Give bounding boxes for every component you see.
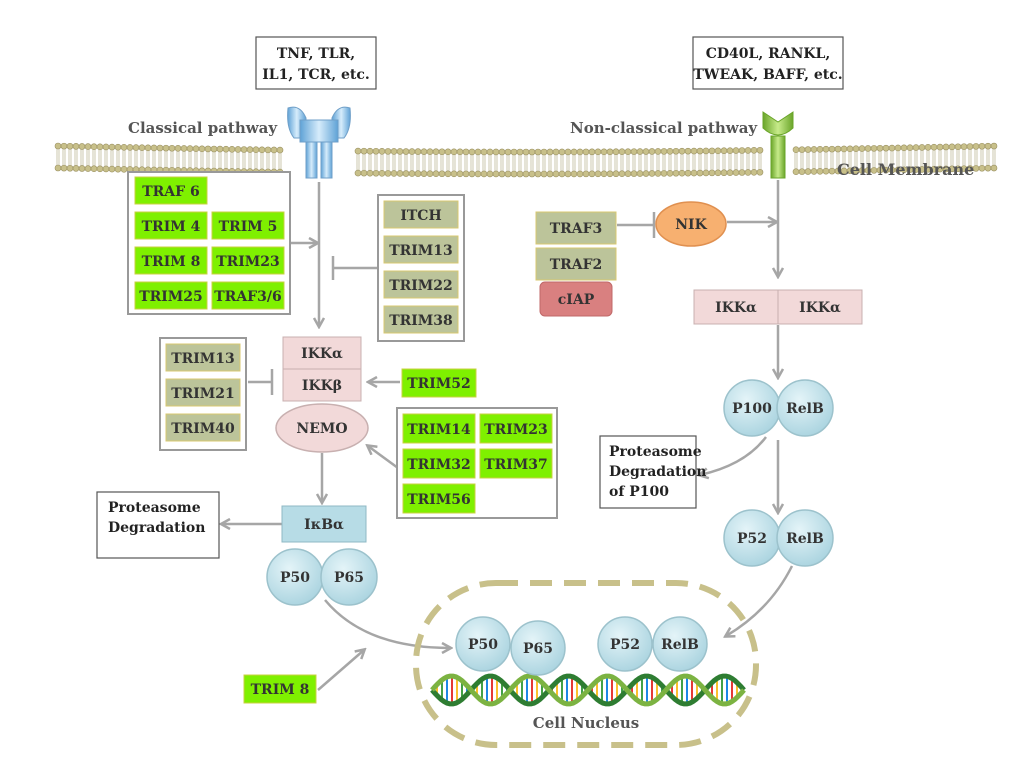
activator-trim14: TRIM14 — [407, 422, 471, 438]
traf2-label: TRAF2 — [550, 257, 603, 273]
trim52-label: TRIM52 — [407, 376, 471, 392]
relb-top-label: RelB — [786, 401, 824, 417]
ligand-nonclassical-line1: CD40L, RANKL, — [706, 46, 831, 62]
cell-nucleus-label: Cell Nucleus — [533, 714, 639, 732]
activator-trim23: TRIM23 — [216, 254, 280, 270]
activator-traf3-6: TRAF3/6 — [214, 289, 281, 305]
ikba-label: IκBα — [304, 517, 344, 533]
activator-trim8-bottom: TRIM 8 — [243, 674, 317, 704]
ciap-label: cIAP — [558, 292, 595, 308]
nucleus-p65: P65 — [523, 641, 553, 657]
proteasome-degradation-right: Proteasome Degradation of P100 — [599, 435, 706, 509]
inhibitor-trim38: TRIM38 — [389, 313, 453, 329]
ligand-box-classical: TNF, TLR, IL1, TCR, etc. — [255, 36, 377, 90]
ikk-complex: IKKα IKKβ NEMO — [275, 336, 369, 453]
ikka-pair-1: IKKα — [715, 300, 757, 316]
activator-trim8: TRIM 8 — [142, 254, 201, 270]
nonclassical-arrows — [617, 180, 794, 636]
dna-helix-icon — [430, 673, 746, 707]
cell-membrane-label: Cell Membrane — [837, 160, 974, 179]
inhibitor-itch: ITCH — [400, 208, 441, 224]
ikka-pair: IKKα IKKα — [693, 289, 863, 325]
cell-nucleus: P50 P65 P52 RelB Cell Nucleus — [413, 580, 759, 748]
p52-relb-complex: P52 RelB — [723, 509, 834, 567]
activator-trim25: TRIM25 — [139, 289, 203, 305]
inhibitors-left-group: TRIM13 TRIM21 TRIM40 — [159, 337, 247, 451]
ligand-classical-line1: TNF, TLR, — [277, 46, 355, 62]
receptor-nonclassical-icon — [762, 111, 794, 179]
nonclassical-pathway-label: Non-classical pathway — [570, 119, 758, 137]
traf-ciap-stack: TRAF3 TRAF2 cIAP — [535, 211, 617, 317]
nemo: NEMO — [296, 421, 347, 437]
activator-trim23-nemo: TRIM23 — [484, 422, 548, 438]
proteasome-degradation-left: Proteasome Degradation — [96, 491, 220, 559]
proteasome-left-line1: Proteasome — [108, 500, 201, 516]
nucleus-relb: RelB — [661, 637, 699, 653]
nucleus-p52: P52 — [610, 637, 640, 653]
ikka-pair-2: IKKα — [799, 300, 841, 316]
p100-label: P100 — [732, 401, 772, 417]
activator-trim56: TRIM56 — [407, 492, 471, 508]
inhibitor-trim40: TRIM40 — [171, 421, 235, 437]
activator-trim37: TRIM37 — [484, 457, 548, 473]
inhibitor-trim21: TRIM21 — [171, 386, 235, 402]
inhibitor-trim13-top: TRIM13 — [389, 243, 453, 259]
ikk-beta: IKKβ — [302, 378, 342, 394]
ikk-alpha: IKKα — [301, 346, 343, 362]
ikba-complex: IκBα P50 P65 — [266, 505, 378, 606]
activator-traf6: TRAF 6 — [142, 184, 199, 200]
activator-trim32: TRIM32 — [407, 457, 471, 473]
classical-pathway-label: Classical pathway — [128, 119, 278, 137]
classical-arrows — [222, 182, 450, 691]
p52-label: P52 — [737, 531, 767, 547]
ligand-classical-line2: IL1, TCR, etc. — [262, 67, 370, 83]
p100-relb-complex: P100 RelB — [723, 379, 834, 437]
proteasome-right-line3: of P100 — [609, 484, 669, 500]
p65-cytoplasm: P65 — [334, 570, 364, 586]
traf3-label: TRAF3 — [550, 221, 603, 237]
activator-trim5: TRIM 5 — [219, 219, 278, 235]
proteasome-left-line2: Degradation — [108, 520, 205, 536]
proteasome-right-line2: Degradation — [609, 464, 706, 480]
receptor-classical-icon — [287, 106, 351, 179]
activator-trim4: TRIM 4 — [142, 219, 201, 235]
activators-nemo-group: TRIM14 TRIM23 TRIM32 TRIM37 TRIM56 — [396, 407, 558, 519]
activators-top-group: TRAF 6 TRIM 4 TRIM 5 TRIM 8 TRIM23 TRIM2… — [127, 171, 291, 315]
relb-mid-label: RelB — [786, 531, 824, 547]
proteasome-right-line1: Proteasome — [609, 444, 702, 460]
nik-label: NIK — [675, 217, 707, 233]
ligand-box-nonclassical: CD40L, RANKL, TWEAK, BAFF, etc. — [692, 36, 844, 90]
nik-node: NIK — [655, 201, 727, 247]
ligand-nonclassical-line2: TWEAK, BAFF, etc. — [693, 67, 842, 83]
inhibitors-top-group: ITCH TRIM13 TRIM22 TRIM38 — [377, 194, 465, 342]
nucleus-p50: P50 — [468, 637, 498, 653]
inhibitor-trim22: TRIM22 — [389, 278, 453, 294]
p50-cytoplasm: P50 — [280, 570, 310, 586]
activator-trim52: TRIM52 — [401, 368, 477, 398]
trim8-bottom-label: TRIM 8 — [251, 682, 310, 698]
inhibitor-trim13-left: TRIM13 — [171, 351, 235, 367]
